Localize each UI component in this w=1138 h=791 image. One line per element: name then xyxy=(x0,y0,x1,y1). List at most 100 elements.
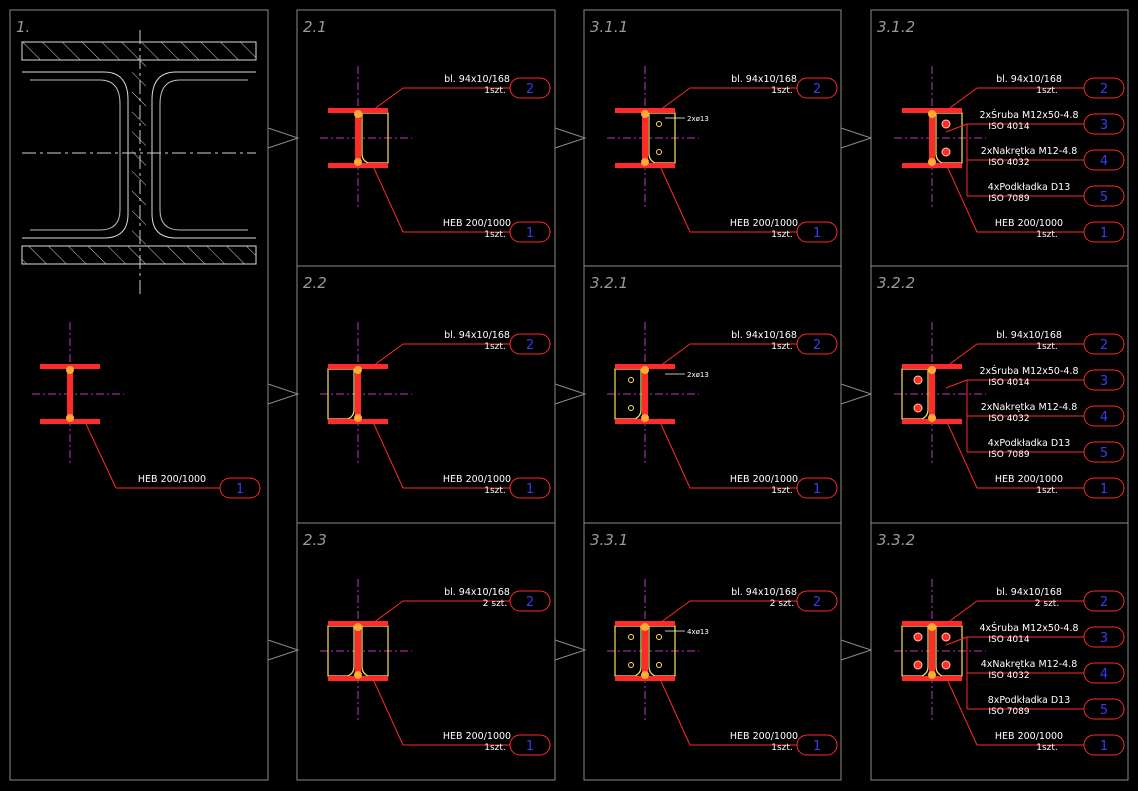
step-arrow xyxy=(554,383,587,405)
callout-label: bl. 94x10/168 xyxy=(731,587,797,598)
heb-section-view xyxy=(21,30,257,295)
panel-title-p312: 3.1.2 xyxy=(877,18,915,36)
item-number: 3 xyxy=(1100,118,1108,133)
item-number: 1 xyxy=(1100,482,1108,497)
bolt-head xyxy=(941,147,951,157)
item-bubble xyxy=(1083,369,1125,391)
bolt-hole xyxy=(656,149,662,155)
callout-quantity: 1szt. xyxy=(1036,342,1058,352)
leader-line xyxy=(945,379,968,389)
weld-top xyxy=(66,366,74,374)
item-number: 5 xyxy=(1100,703,1108,718)
web xyxy=(929,623,935,679)
panel-frame-p321 xyxy=(583,265,842,524)
panel-title-p22: 2.2 xyxy=(303,274,327,292)
panel-title-p1: 1. xyxy=(16,18,30,36)
leader-line xyxy=(659,87,691,111)
item-number: 4 xyxy=(1100,410,1108,425)
callout-label: bl. 94x10/168 xyxy=(731,330,797,341)
panel-frame-p331 xyxy=(583,522,842,781)
leader-line xyxy=(659,343,691,367)
leader-line xyxy=(946,678,978,746)
bolt-hole xyxy=(628,377,634,383)
web xyxy=(642,366,648,422)
callout-label: 2xNakrętka M12-4.8 xyxy=(981,146,1078,157)
item-number: 2 xyxy=(813,82,821,97)
item-bubble xyxy=(509,221,551,243)
weld-bottom xyxy=(354,158,362,166)
callout-label: 2xNakrętka M12-4.8 xyxy=(981,402,1078,413)
panel-frame-p21 xyxy=(296,9,556,267)
callout-standard: ISO 4032 xyxy=(988,671,1029,681)
callout-standard: ISO 7089 xyxy=(988,194,1029,204)
callout-label: HEB 200/1000 xyxy=(138,474,206,485)
leader-line xyxy=(946,343,978,367)
item-number: 2 xyxy=(526,595,534,610)
top-flange-hatched xyxy=(21,41,257,61)
callout-quantity: 1szt. xyxy=(771,86,793,96)
web xyxy=(929,366,935,422)
item-bubble xyxy=(796,333,838,355)
item-number: 1 xyxy=(1100,739,1108,754)
hole-spec: 2xø13 xyxy=(687,115,709,123)
item-number: 2 xyxy=(526,338,534,353)
bolt-head xyxy=(941,119,951,129)
callout-label: HEB 200/1000 xyxy=(995,218,1063,229)
bolt-head xyxy=(913,375,923,385)
item-number: 1 xyxy=(813,739,821,754)
callout-quantity: 1szt. xyxy=(1036,86,1058,96)
leader-line xyxy=(372,421,404,489)
panel-title-p21: 2.1 xyxy=(303,18,327,36)
callout-quantity: 1szt. xyxy=(1036,743,1058,753)
item-number: 3 xyxy=(1100,631,1108,646)
item-bubble xyxy=(1083,113,1125,135)
bolt-hole xyxy=(656,121,662,127)
weld-bottom xyxy=(641,158,649,166)
item-bubble xyxy=(509,590,551,612)
item-bubble xyxy=(509,734,551,756)
weld-bottom xyxy=(66,414,74,422)
callout-quantity: 1szt. xyxy=(1036,230,1058,240)
weld-top xyxy=(354,110,362,118)
item-bubble xyxy=(796,477,838,499)
leader-line xyxy=(945,636,968,646)
leader-line xyxy=(659,600,691,624)
item-bubble xyxy=(1083,477,1125,499)
callout-label: 2xŚruba M12x50-4.8 xyxy=(979,109,1078,121)
callout-label: 4xPodkładka D13 xyxy=(988,182,1071,193)
callout-quantity: 1szt. xyxy=(484,342,506,352)
callout-label: HEB 200/1000 xyxy=(730,731,798,742)
callout-standard: ISO 4014 xyxy=(988,635,1029,645)
callout-quantity: 2 szt. xyxy=(770,599,794,609)
item-bubble xyxy=(1083,662,1125,684)
panel-frame-p311 xyxy=(583,9,842,267)
item-bubble xyxy=(1083,185,1125,207)
bolt-head xyxy=(913,660,923,670)
leader-line xyxy=(945,123,968,133)
web xyxy=(642,623,648,679)
item-number: 4 xyxy=(1100,154,1108,169)
callout-standard: ISO 4032 xyxy=(988,158,1029,168)
item-number: 1 xyxy=(236,482,244,497)
web xyxy=(929,110,935,166)
callout-quantity: 1szt. xyxy=(771,230,793,240)
left-inner-outline xyxy=(30,79,121,231)
item-bubble xyxy=(1083,734,1125,756)
item-number: 4 xyxy=(1100,667,1108,682)
callout-quantity: 1szt. xyxy=(484,230,506,240)
item-number: 2 xyxy=(813,595,821,610)
callout-label: bl. 94x10/168 xyxy=(444,330,510,341)
bolt-head xyxy=(941,632,951,642)
weld-top xyxy=(641,366,649,374)
bolt-hole xyxy=(656,662,662,668)
weld-top xyxy=(928,110,936,118)
weld-bottom xyxy=(354,414,362,422)
